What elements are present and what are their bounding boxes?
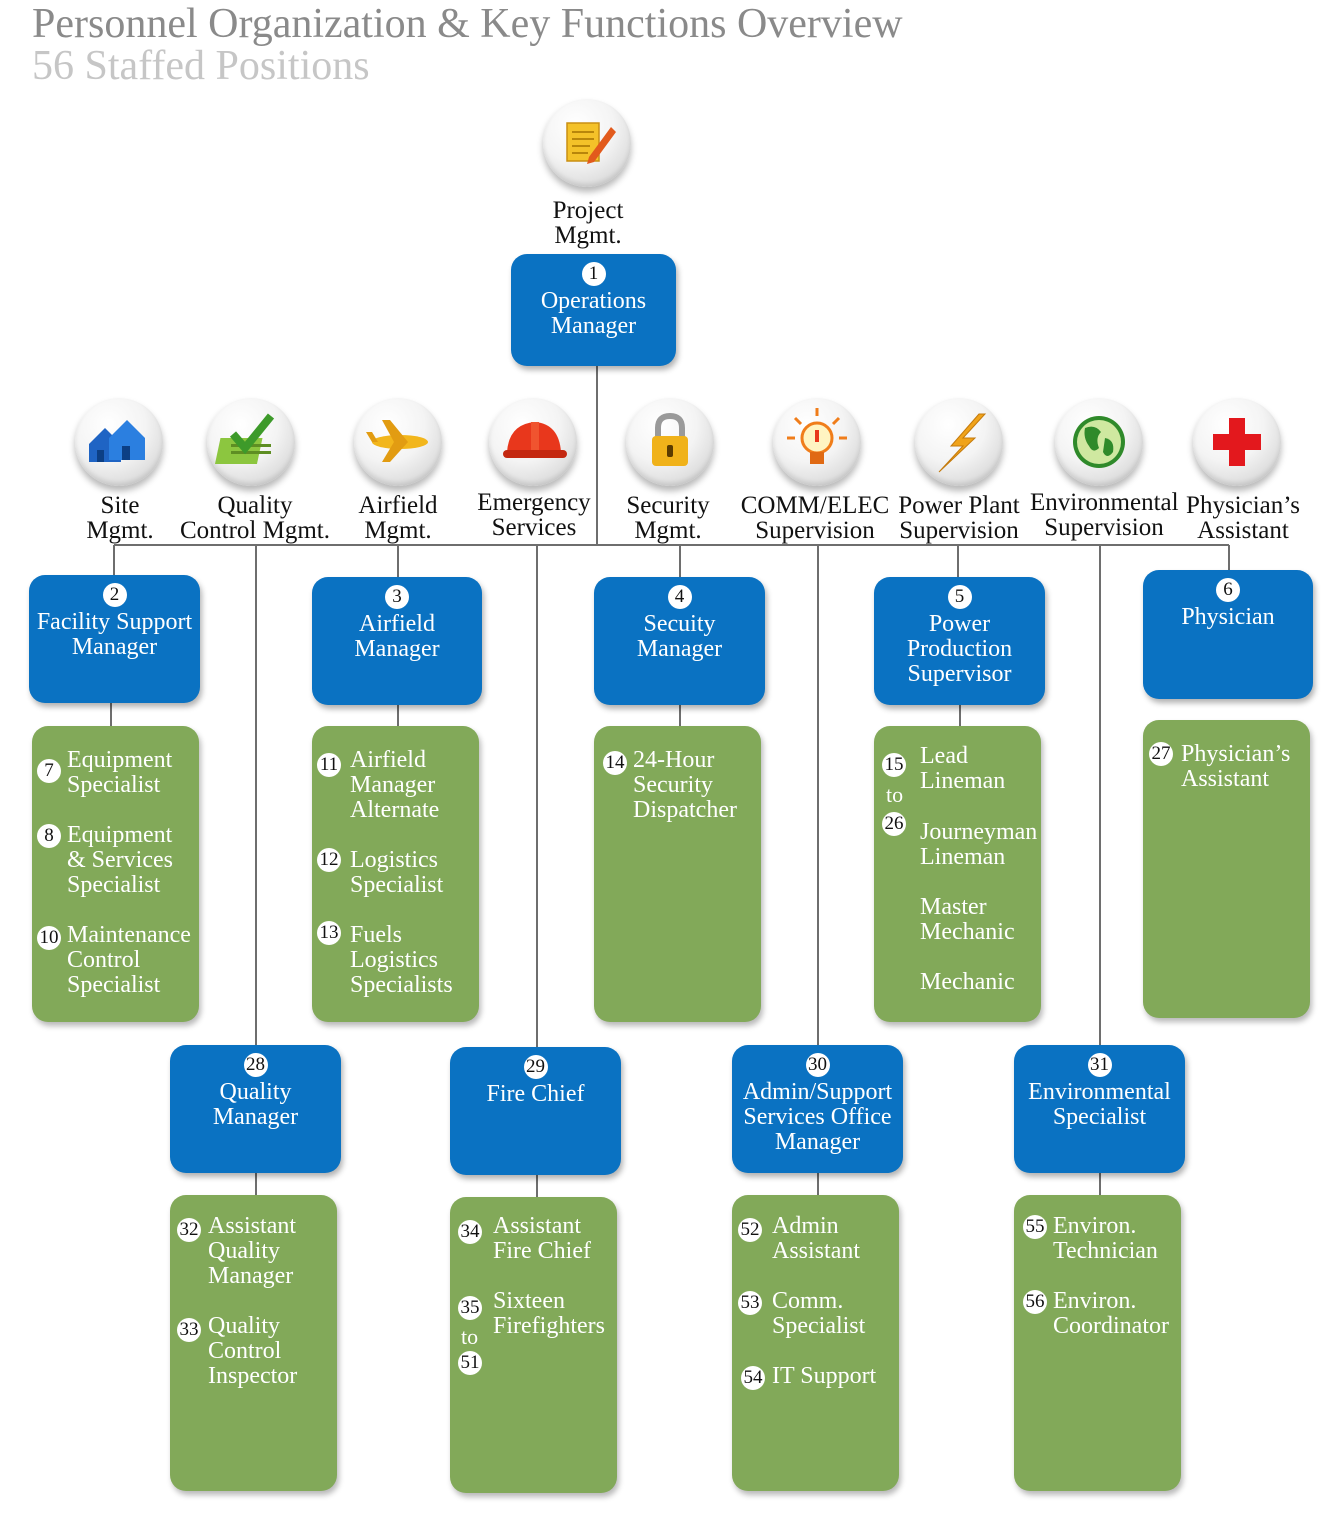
staff-item-comm-specialist: Comm.Specialist xyxy=(772,1288,866,1339)
page-title: Personnel Organization & Key Functions O… xyxy=(32,1,903,47)
staff-item-environ-technician: Environ.Technician xyxy=(1053,1213,1158,1264)
position-number: 5 xyxy=(947,585,972,609)
lightning-bolt-icon xyxy=(915,398,1003,486)
padlock-icon xyxy=(626,398,714,486)
position-number: 6 xyxy=(1216,578,1240,602)
position-number: 55 xyxy=(1023,1215,1047,1239)
position-number: 2 xyxy=(102,583,127,607)
red-cross-icon xyxy=(1193,398,1281,486)
position-number: 4 xyxy=(667,585,692,609)
document-pencil-icon xyxy=(543,99,631,187)
position-number: 33 xyxy=(177,1318,201,1342)
position-number: 54 xyxy=(741,1366,765,1390)
position-number: 53 xyxy=(738,1291,762,1315)
position-range-start: 35 xyxy=(458,1296,482,1320)
staff-item-environ-coordinator: Environ.Coordinator xyxy=(1053,1288,1169,1339)
position-number: 11 xyxy=(317,753,341,777)
airplane-icon xyxy=(354,398,442,486)
page-subtitle: 56 Staffed Positions xyxy=(32,43,370,89)
physician-box: 6 Physician xyxy=(1143,570,1313,699)
hard-hat-icon xyxy=(489,398,577,486)
staff-item-it-support: IT Support xyxy=(772,1363,877,1389)
environmental-staff-box: 55 Environ.Technician 56 Environ.Coordin… xyxy=(1014,1195,1181,1491)
position-number: 28 xyxy=(243,1053,268,1077)
position-number: 7 xyxy=(37,759,61,783)
checklist-icon xyxy=(207,398,295,486)
position-number: 10 xyxy=(37,926,61,950)
position-range-to: to xyxy=(461,1324,479,1349)
light-bulb-icon xyxy=(773,398,861,486)
position-number: 27 xyxy=(1149,742,1173,766)
fire-chief-box: 29 Fire Chief xyxy=(450,1047,621,1175)
position-number: 34 xyxy=(458,1220,482,1244)
position-range-start: 15 xyxy=(882,753,906,777)
position-number: 13 xyxy=(317,921,341,945)
staff-item-mechanic: Mechanic xyxy=(920,969,1015,995)
position-number: 56 xyxy=(1023,1290,1047,1314)
position-number: 3 xyxy=(385,585,409,609)
position-number: 12 xyxy=(317,848,341,872)
position-number: 1 xyxy=(581,262,606,286)
position-range-end: 51 xyxy=(458,1351,482,1375)
position-number: 14 xyxy=(603,751,627,775)
position-range-to: to xyxy=(886,782,904,807)
houses-icon xyxy=(75,398,163,486)
position-number: 30 xyxy=(805,1053,830,1077)
position-number: 32 xyxy=(177,1218,201,1242)
position-number: 8 xyxy=(37,824,61,848)
globe-icon xyxy=(1055,398,1143,486)
position-number: 29 xyxy=(523,1055,548,1079)
position-number: 52 xyxy=(738,1218,762,1242)
position-range-end: 26 xyxy=(882,812,906,836)
position-number: 31 xyxy=(1087,1053,1112,1077)
